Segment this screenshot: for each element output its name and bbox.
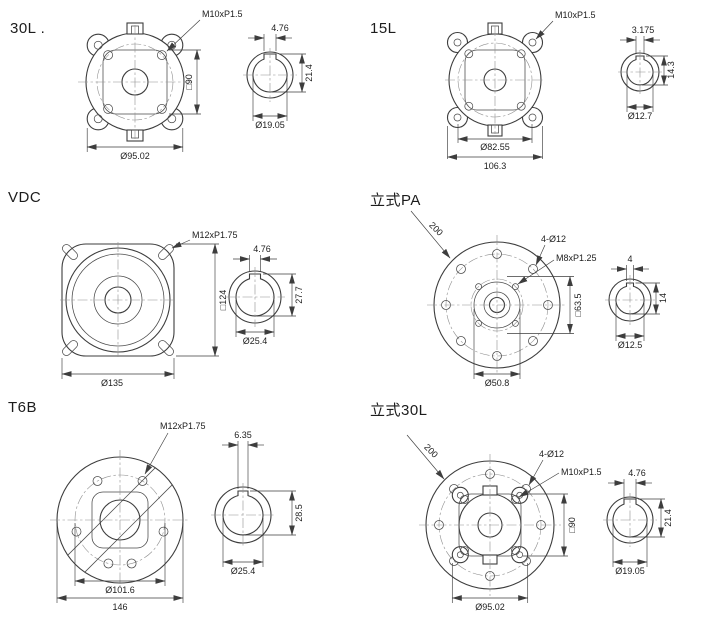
front-view-flange (78, 22, 192, 142)
bore-height-dim: 27.7 (294, 286, 304, 304)
bore-dia-dim: Ø25.4 (243, 336, 268, 346)
side-view-shaft (243, 48, 297, 102)
thread-callout: M10xP1.5 (202, 9, 243, 19)
panel-T6B: T6B M12xP1.75 Ø101.6 146 (0, 395, 350, 634)
panel-title-15L: 15L (370, 20, 397, 37)
front-view-flange (427, 235, 567, 375)
overall-width-dim: 146 (112, 602, 127, 612)
panel-30L: 30L . M10xP1.5 □90 Ø95.02 (0, 0, 350, 180)
panel-lishi-30L: 立式30L 200 4-Ø12 M (355, 395, 710, 634)
key-width-dim: 4.76 (628, 468, 646, 478)
side-view-shaft (618, 50, 662, 94)
panel-title-VDC: VDC (8, 189, 42, 206)
front-dimensions: M12xP1.75 □124 Ø135 (61, 230, 238, 388)
key-width-dim: 4 (627, 254, 632, 264)
front-dimensions: M10xP1.5 Ø82.55 106.3 (447, 10, 596, 171)
thread-callout: M8xP1.25 (556, 253, 597, 263)
bore-height-dim: 28.5 (294, 504, 304, 522)
bore-dia-dim: Ø19.05 (615, 566, 645, 576)
bore-dia-dim: Ø25.4 (231, 566, 256, 576)
bolt-circle-dim: Ø101.6 (105, 585, 135, 595)
side-view-shaft (225, 267, 285, 327)
pilot-dia-dim: Ø50.8 (485, 378, 510, 388)
side-dimensions: 4.76 21.4 Ø19.05 (608, 468, 673, 576)
panel-VDC: VDC M12xP1.75 □124 Ø135 (0, 185, 350, 395)
front-dimensions: M10xP1.5 □90 Ø95.02 (86, 9, 243, 161)
side-dimensions: 4.76 27.7 Ø25.4 (233, 244, 304, 346)
panel-lishi-PA: 立式PA 200 4-Ø12 M8xP1.25 □63.5 (355, 185, 710, 395)
diameter-dim: Ø95.02 (120, 151, 150, 161)
side-view-shaft (211, 483, 275, 547)
drawing-lishi-30L: 200 4-Ø12 M10xP1.5 □90 Ø95.02 4.76 21.4 (406, 434, 673, 612)
bore-dia-dim: Ø12.7 (628, 111, 653, 121)
square-dim: □124 (218, 290, 228, 310)
key-width-dim: 3.175 (632, 25, 655, 35)
outer-dia-dim: 200 (422, 442, 440, 460)
drawing-30L: M10xP1.5 □90 Ø95.02 4.76 21.4 Ø19.05 (78, 9, 314, 161)
panel-title-lishi-PA: 立式PA (370, 192, 421, 209)
side-dimensions: 6.35 28.5 Ø25.4 (222, 430, 304, 576)
overall-width-dim: 106.3 (484, 161, 507, 171)
drawing-VDC: M12xP1.75 □124 Ø135 4.76 27.7 Ø25.4 (60, 230, 304, 388)
side-view-shaft (603, 493, 657, 547)
panel-15L: 15L M10xP1.5 Ø82.55 106.3 (355, 0, 710, 180)
front-view-flange (50, 450, 190, 590)
thread-callout: M10xP1.5 (561, 467, 602, 477)
bore-height-dim: 21.4 (663, 509, 673, 527)
panel-title-lishi-30L: 立式30L (370, 402, 428, 419)
key-width-dim: 6.35 (234, 430, 252, 440)
panel-title-T6B: T6B (8, 399, 38, 416)
front-view-flange (445, 22, 545, 137)
side-dimensions: 4 14 Ø12.5 (611, 254, 668, 350)
diameter-dim: Ø135 (101, 378, 123, 388)
front-dimensions: M12xP1.75 Ø101.6 146 (56, 421, 206, 612)
side-view-shaft (605, 275, 655, 325)
key-width-dim: 4.76 (271, 23, 289, 33)
side-dimensions: 3.175 14.3 Ø12.7 (620, 25, 676, 121)
outer-dia-dim: 200 (427, 220, 445, 238)
front-view-flange (419, 454, 561, 596)
bore-dia-dim: Ø19.05 (255, 120, 285, 130)
thread-callout: M10xP1.5 (555, 10, 596, 20)
side-dimensions: 4.76 21.4 Ø19.05 (248, 23, 314, 130)
drawing-T6B: M12xP1.75 Ø101.6 146 6.35 28.5 Ø25.4 (50, 421, 304, 612)
drawing-15L: M10xP1.5 Ø82.55 106.3 3.175 14.3 Ø12.7 (445, 10, 676, 171)
drawing-lishi-PA: 200 4-Ø12 M8xP1.25 □63.5 Ø50.8 4 14 (410, 210, 668, 388)
holes-callout: 4-Ø12 (541, 234, 566, 244)
square-dim: □63.5 (573, 294, 583, 317)
bore-height-dim: 14 (658, 293, 668, 303)
square-dim: □90 (184, 74, 194, 89)
square-dim: □90 (567, 517, 577, 532)
holes-callout: 4-Ø12 (539, 449, 564, 459)
bolt-circle-dim: Ø82.55 (480, 142, 510, 152)
key-width-dim: 4.76 (253, 244, 271, 254)
bore-height-dim: 14.3 (666, 61, 676, 79)
panel-title-30L: 30L . (10, 20, 46, 37)
thread-callout: M12xP1.75 (160, 421, 206, 431)
bore-height-dim: 21.4 (304, 64, 314, 82)
bore-dia-dim: Ø12.5 (618, 340, 643, 350)
front-dimensions: 200 4-Ø12 M8xP1.25 □63.5 Ø50.8 (410, 210, 597, 388)
front-view-flange (60, 242, 176, 358)
thread-callout: M12xP1.75 (192, 230, 238, 240)
diameter-dim: Ø95.02 (475, 602, 505, 612)
